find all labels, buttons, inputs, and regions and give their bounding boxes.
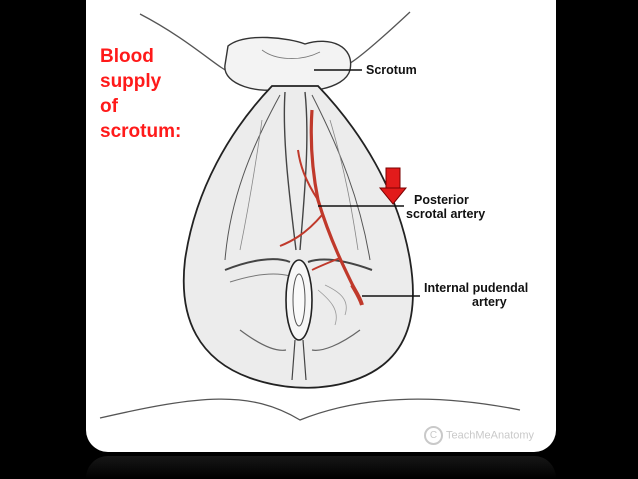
down-arrow-icon — [378, 167, 408, 205]
label-posterior-line-2: scrotal artery — [406, 207, 486, 221]
internal-pudendal-artery — [309, 109, 362, 301]
slide-title: Blood supply of scrotum: — [100, 44, 181, 144]
label-scrotum: Scrotum — [366, 63, 417, 77]
copyright-icon: C — [424, 426, 443, 445]
buttock-outline — [99, 398, 521, 421]
label-posterior-line-1: Posterior — [414, 193, 469, 207]
title-line-3: of — [100, 96, 118, 117]
slide-reflection — [86, 456, 556, 479]
label-internal-pudendal-artery: Internal pudendal artery — [424, 281, 528, 309]
title-line-1: Blood — [100, 46, 154, 67]
perineal-branch — [279, 214, 323, 247]
watermark-text: TeachMeAnatomy — [446, 429, 535, 442]
scrotum-shape — [224, 36, 352, 92]
label-internal-line-2: artery — [472, 295, 507, 309]
title-line-2: supply — [100, 71, 162, 92]
label-posterior-scrotal-artery: Posterior scrotal artery — [406, 193, 485, 221]
thigh-outline-right — [344, 11, 411, 67]
title-line-4: scrotum: — [100, 121, 182, 142]
label-internal-line-1: Internal pudendal — [424, 281, 529, 295]
posterior-scrotal-artery — [297, 149, 319, 201]
